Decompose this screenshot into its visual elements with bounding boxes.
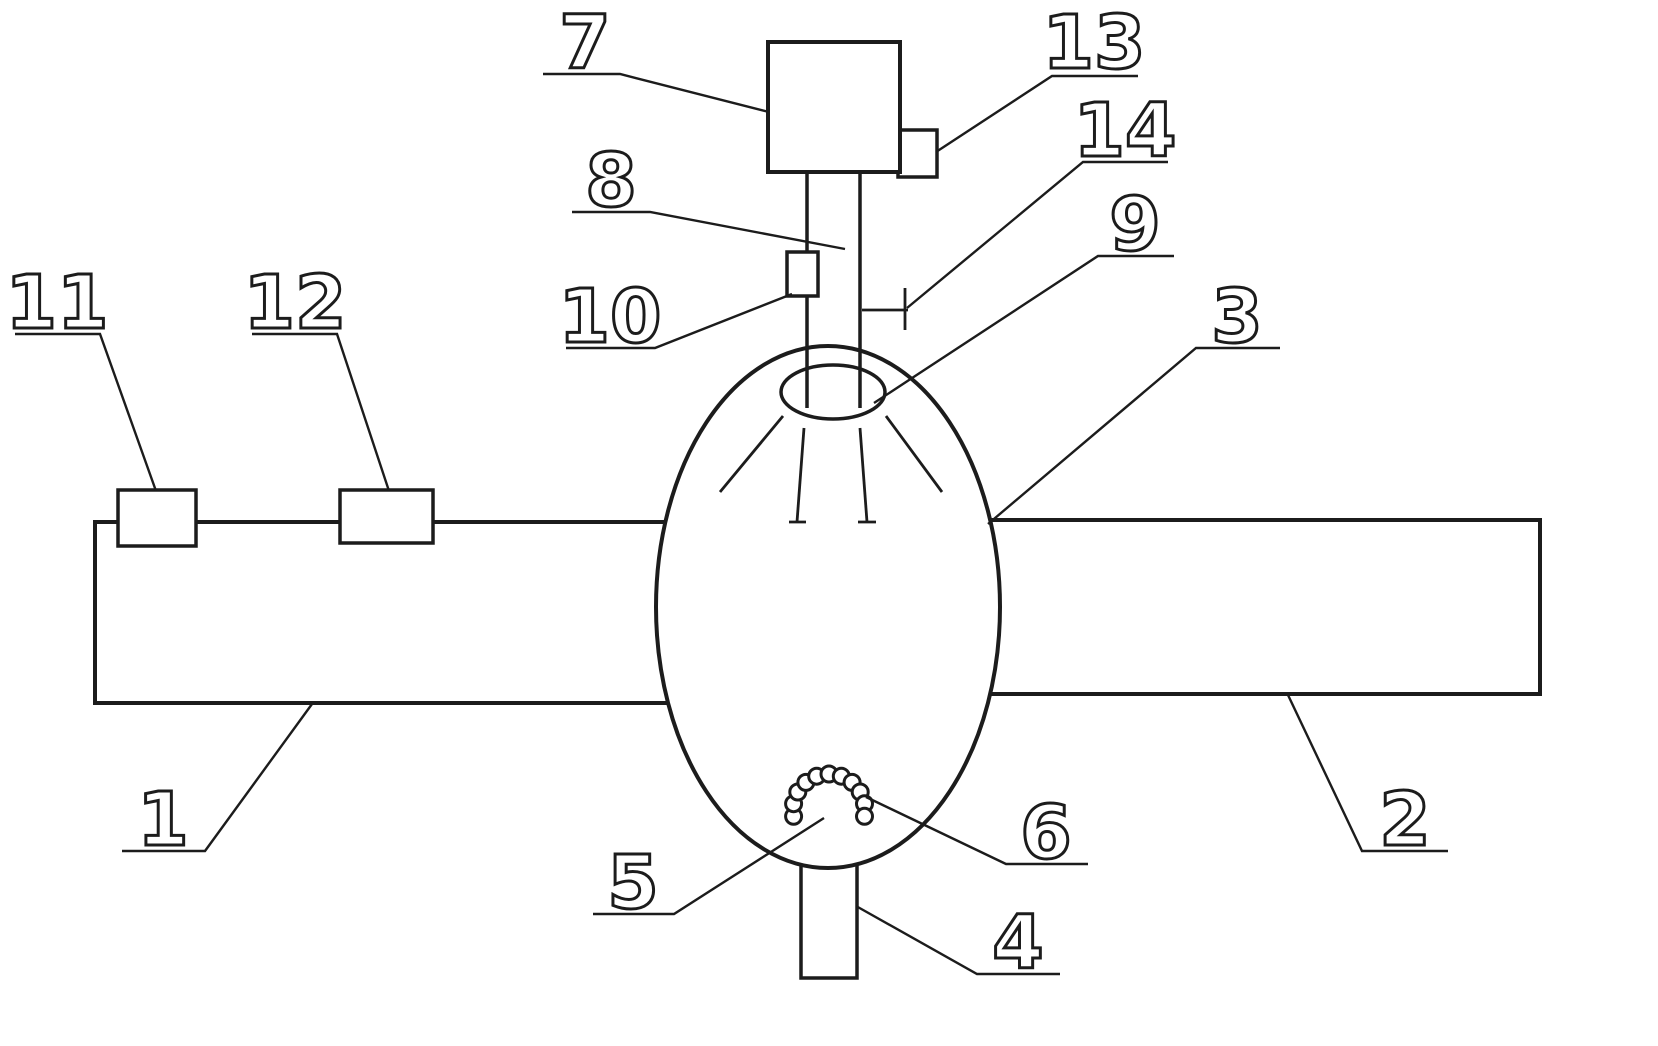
ref-label-3: 3 <box>1211 274 1263 360</box>
ref-label-1: 1 <box>137 777 189 863</box>
leader-line-7 <box>543 72 770 114</box>
leader-line-11 <box>15 332 158 492</box>
leader-line-9 <box>873 254 1174 405</box>
ref-label-8: 8 <box>585 138 637 224</box>
ref-label-5: 5 <box>607 840 659 926</box>
inlet-collar-ellipse <box>779 363 887 421</box>
leader-line-8 <box>572 210 846 251</box>
motor-box <box>766 40 902 174</box>
stream-left-line <box>795 427 806 523</box>
bubble-circle <box>855 806 874 826</box>
ref-label-9: 9 <box>1109 182 1161 268</box>
ref-label-14: 14 <box>1074 88 1177 174</box>
ref-label-7: 7 <box>559 0 611 86</box>
leader-line-10 <box>566 292 793 350</box>
right-duct <box>938 518 1542 696</box>
leader-line-1 <box>122 703 313 853</box>
left-duct <box>93 520 722 705</box>
leader-line-3 <box>987 346 1280 525</box>
leader-line-2 <box>1286 694 1448 853</box>
main-chamber-ellipse <box>654 344 1002 870</box>
ref-label-12: 12 <box>244 260 347 346</box>
ref-label-2: 2 <box>1379 777 1431 863</box>
ref-label-6: 6 <box>1020 790 1072 876</box>
leader-line-6 <box>865 795 1088 866</box>
ref-label-13: 13 <box>1043 0 1146 86</box>
leader-line-5 <box>593 816 825 916</box>
leader-line-4 <box>855 904 1060 976</box>
leader-line-12 <box>252 332 391 492</box>
duct-block-12 <box>338 488 435 545</box>
funnel-right-line <box>884 415 944 493</box>
motor-side-box <box>896 128 939 179</box>
leader-line-13 <box>935 74 1138 154</box>
stream-right-line <box>858 427 869 523</box>
ref-label-11: 11 <box>6 260 109 346</box>
funnel-left-line <box>718 415 785 493</box>
ref-label-10: 10 <box>559 274 662 360</box>
ref-label-4: 4 <box>992 900 1044 986</box>
duct-block-11 <box>116 488 198 548</box>
shaft-sensor-box <box>785 250 820 298</box>
bubble-ring <box>784 764 874 826</box>
leader-line-14 <box>906 160 1168 309</box>
